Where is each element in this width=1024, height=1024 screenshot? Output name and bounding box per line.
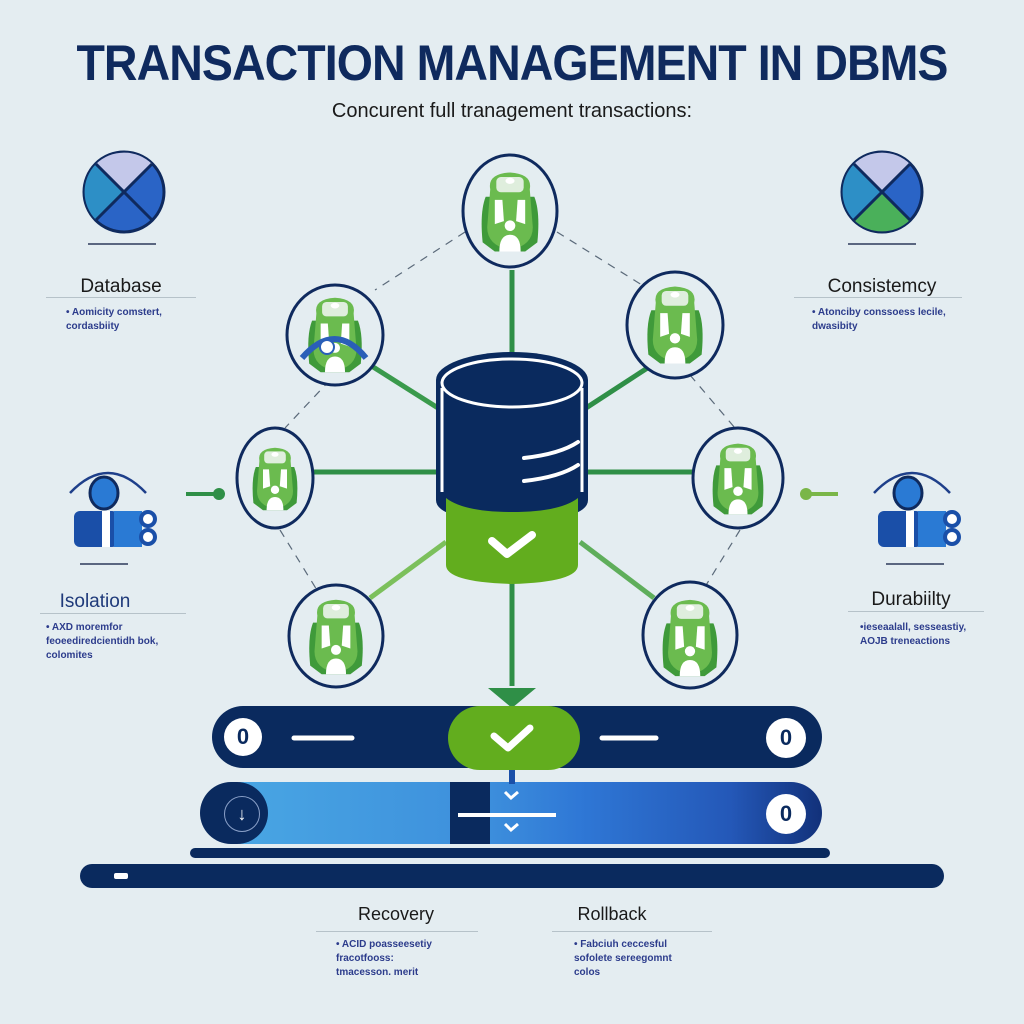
page-subtitle: Concurent full tranagement transactions: <box>331 100 693 122</box>
database-title: Database <box>80 276 162 297</box>
isolation-divider <box>40 613 186 614</box>
transaction-node-upper-left <box>285 283 385 387</box>
transaction-node-top <box>461 153 559 269</box>
durability-divider <box>848 611 984 612</box>
durability-user-icon <box>873 471 961 547</box>
consistency-icon-rule <box>848 243 916 245</box>
consistency-desc: • Atonciby conssoess lecile, dwasibity <box>812 307 946 332</box>
database-divider <box>46 297 196 298</box>
database-desc: • Aomicity comstert, cordasbiity <box>66 307 162 332</box>
pipeline-bar-progress <box>200 770 822 844</box>
transaction-node-mid-left <box>235 426 315 530</box>
down-arrow-icon <box>488 688 536 708</box>
isolation-user-icon <box>69 471 157 547</box>
check-icon <box>488 531 536 558</box>
download-icon[interactable]: ↓ <box>224 796 260 832</box>
progress-end-badge[interactable]: 0 <box>766 794 806 834</box>
isolation-desc: • AXD moremfor feoeediredcientidh bok, c… <box>46 622 159 661</box>
transaction-node-mid-right <box>691 426 785 530</box>
database-icon-rule <box>88 243 156 245</box>
rollback-desc: • Fabciuh ceccesful sofolete sereegomnt … <box>574 939 672 978</box>
consistency-title: Consistemcy <box>827 276 937 297</box>
pipeline-bar-commit <box>212 706 822 770</box>
transaction-node-lower-left <box>287 583 385 689</box>
database-cylinder-icon <box>436 352 588 584</box>
isolation-title: Isolation <box>59 591 131 612</box>
base-bar-thin <box>190 848 830 858</box>
commit-start-badge[interactable]: 0 <box>224 718 262 756</box>
page-title: TRANSACTION MANAGEMENT IN DBMS <box>76 35 948 91</box>
consistency-pie-icon <box>840 150 924 234</box>
transaction-node-upper-right <box>625 270 725 380</box>
base-bar-indicator <box>114 873 128 879</box>
rollback-divider <box>552 931 712 932</box>
recovery-title: Recovery <box>357 904 435 924</box>
base-bar <box>80 864 944 888</box>
durability-desc: •ieseaalall, sesseastiy, AOJB treneactio… <box>860 622 967 647</box>
durability-title: Durabiilty <box>871 589 951 610</box>
recovery-divider <box>316 931 478 932</box>
transaction-node-lower-right <box>641 580 739 690</box>
commit-end-badge[interactable]: 0 <box>766 718 806 758</box>
recovery-desc: • ACID poasseesetiy fracotfooss: tmacess… <box>336 939 432 978</box>
database-pie-icon <box>82 150 166 234</box>
consistency-divider <box>794 297 962 298</box>
rollback-title: Rollback <box>577 904 647 924</box>
